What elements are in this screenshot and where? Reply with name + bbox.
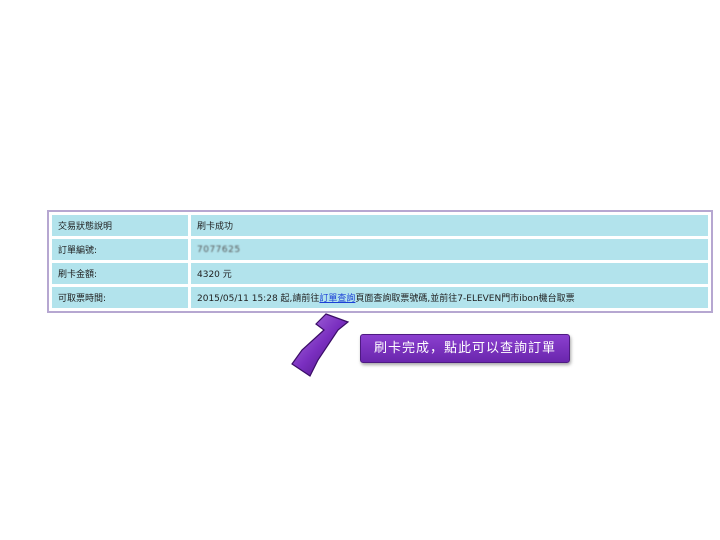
pickup-time-label: 可取票時間:	[52, 287, 188, 308]
pickup-prefix: 2015/05/11 15:28 起,請前往	[197, 294, 320, 304]
transaction-details-table: 交易狀態說明 刷卡成功 訂單編號: 7077625 刷卡金額: 4320 元 可…	[47, 210, 713, 313]
table-row: 交易狀態說明 刷卡成功	[52, 215, 708, 236]
pickup-suffix: 頁面查詢取票號碼,並前往7-ELEVEN門市ibon機台取票	[355, 294, 575, 304]
amount-label: 刷卡金額:	[52, 263, 188, 284]
order-number-value: 7077625	[197, 244, 241, 255]
amount-value: 4320 元	[191, 263, 708, 284]
order-number-label: 訂單編號:	[52, 239, 188, 260]
order-query-link[interactable]: 訂單查詢	[319, 294, 356, 304]
order-number-cell: 7077625	[191, 239, 708, 260]
status-value: 刷卡成功	[191, 215, 708, 236]
pickup-time-value: 2015/05/11 15:28 起,請前往訂單查詢頁面查詢取票號碼,並前往7-…	[191, 287, 708, 308]
callout-label: 刷卡完成，點此可以查詢訂單	[360, 334, 570, 363]
table-row: 訂單編號: 7077625	[52, 239, 708, 260]
status-label: 交易狀態說明	[52, 215, 188, 236]
up-arrow-icon	[291, 313, 350, 377]
table-row: 可取票時間: 2015/05/11 15:28 起,請前往訂單查詢頁面查詢取票號…	[52, 287, 708, 308]
table-row: 刷卡金額: 4320 元	[52, 263, 708, 284]
